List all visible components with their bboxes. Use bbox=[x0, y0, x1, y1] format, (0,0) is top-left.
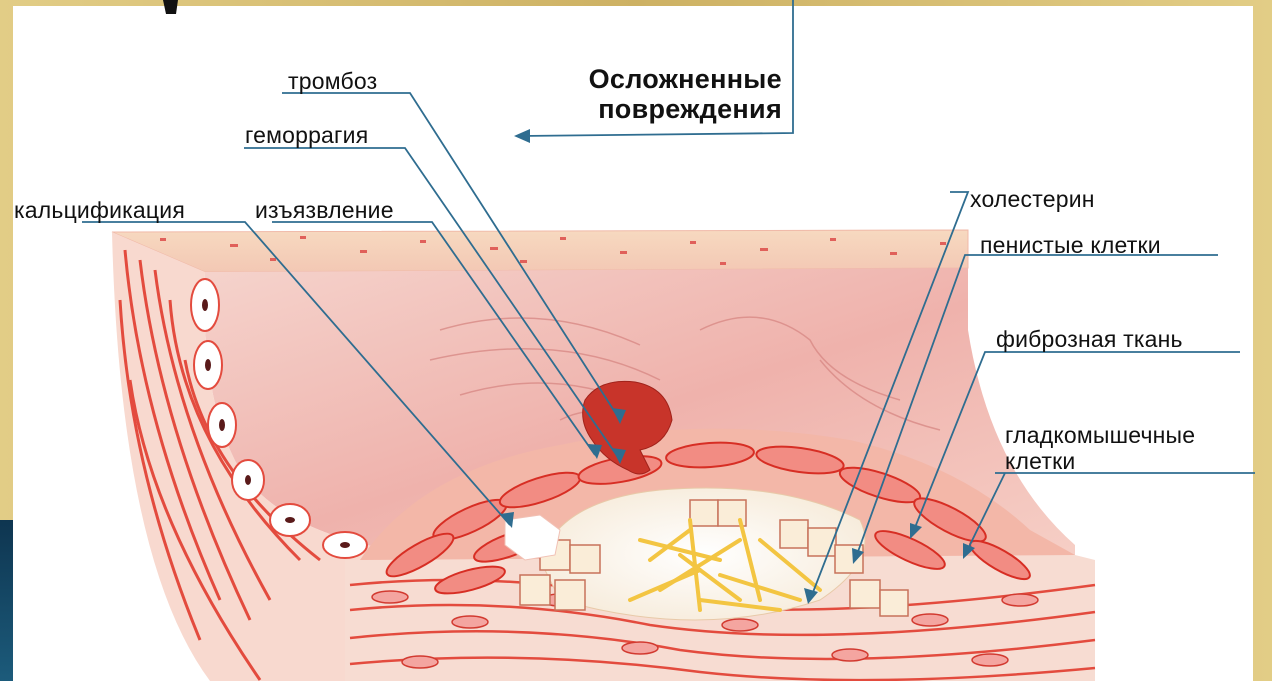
label-cholesterol: холестерин bbox=[970, 186, 1095, 212]
diagram-title: Осложненные повреждения bbox=[520, 64, 782, 124]
label-ulceration: изъязвление bbox=[255, 197, 394, 223]
label-foam-cells: пенистые клетки bbox=[980, 232, 1161, 258]
label-smooth-muscle-line-1: гладкомышечные bbox=[1005, 422, 1195, 448]
label-thrombosis: тромбоз bbox=[288, 68, 377, 94]
vessel-top-surface bbox=[112, 230, 968, 272]
label-hemorrhage: геморрагия bbox=[245, 122, 368, 148]
label-smooth-muscle-line-2: клетки bbox=[1005, 448, 1075, 474]
top-marker bbox=[163, 0, 178, 14]
title-line-2: повреждения bbox=[520, 94, 782, 124]
label-fibrous-tissue: фиброзная ткань bbox=[996, 326, 1183, 352]
title-line-1: Осложненные bbox=[520, 64, 782, 94]
label-calcification: кальцификация bbox=[14, 197, 185, 223]
